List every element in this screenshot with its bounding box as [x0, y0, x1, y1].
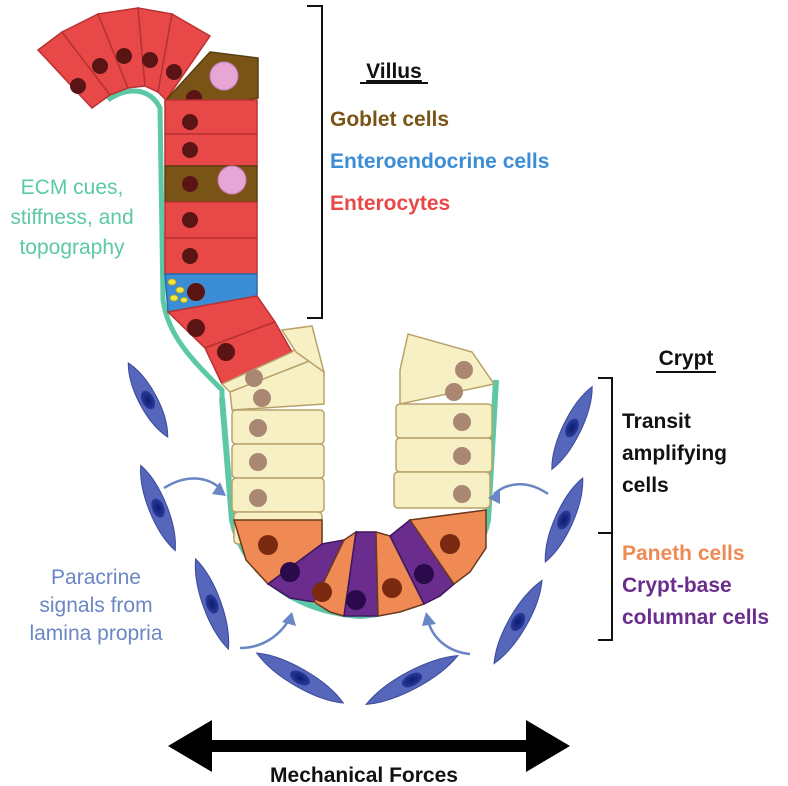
crypt-bracket: [598, 377, 613, 641]
nucleus: [249, 453, 267, 471]
fibroblast: [140, 464, 176, 552]
transit-nuclei-left: [245, 369, 271, 507]
transit-cell: [395, 403, 493, 439]
fibroblast: [544, 476, 584, 564]
paracrine-arrow: [239, 617, 292, 650]
transit-label-line1: Transit: [622, 410, 691, 433]
ecm-label-line1: ECM cues,: [21, 176, 124, 199]
nucleus: [249, 489, 267, 507]
fibroblasts: [127, 361, 593, 706]
nucleus: [187, 319, 205, 337]
nucleus: [182, 176, 198, 192]
transit-cell: [280, 325, 326, 374]
enterocytes-label: Enterocytes: [330, 192, 450, 215]
crypt-base-nuclei: [258, 534, 460, 610]
crypt-heading: Crypt: [659, 347, 714, 370]
villus-basement-membrane: [106, 88, 225, 400]
nucleus: [253, 389, 271, 407]
transit-nuclei-right: [445, 361, 473, 503]
mucus-granule: [217, 165, 247, 195]
cbc-label-line2: columnar cells: [622, 606, 769, 629]
transit-cell: [393, 471, 491, 509]
mucus-granule: [209, 61, 239, 91]
enterocyte-cell: [164, 201, 258, 239]
nucleus: [182, 212, 198, 228]
villus-bracket: [307, 5, 323, 319]
nucleus: [455, 361, 473, 379]
ecm-label-line2: stiffness, and: [10, 206, 133, 229]
enterocyte-cell: [164, 99, 258, 135]
mechanical-forces-arrow: [168, 720, 570, 772]
transit-cell: [231, 409, 325, 445]
nucleus: [249, 419, 267, 437]
villus-heading: Villus: [366, 60, 422, 83]
paracrine-label-line1: Paracrine: [51, 566, 141, 589]
nucleus: [245, 369, 263, 387]
paracrine-arrowheads: [212, 482, 500, 626]
transit-amplifying-cells-right: [393, 333, 496, 509]
enterocyte-cell: [164, 237, 258, 275]
paracrine-arrow: [493, 483, 549, 496]
nucleus: [92, 58, 108, 74]
transit-cell: [395, 437, 493, 473]
enterocyte-cell: [164, 133, 258, 167]
villus-column-nuclei: [182, 114, 235, 361]
paneth-nucleus: [440, 534, 460, 554]
villus-column-cells: [164, 99, 294, 385]
paneth-nucleus: [312, 582, 332, 602]
goblet-label: Goblet cells: [330, 108, 449, 131]
paracrine-label-line2: signals from: [39, 594, 152, 617]
mechanical-forces-label: Mechanical Forces: [270, 764, 458, 786]
fibroblast: [194, 557, 230, 651]
cbc-nucleus: [280, 562, 300, 582]
nucleus: [70, 78, 86, 94]
transit-cell: [231, 477, 325, 513]
fibroblast: [364, 654, 460, 706]
ecm-label-line3: topography: [19, 236, 125, 259]
nucleus: [453, 413, 471, 431]
paracrine-arrow: [163, 477, 223, 491]
nucleus: [182, 142, 198, 158]
paracrine-label-line3: lamina propria: [29, 622, 162, 645]
nucleus: [116, 48, 132, 64]
nucleus: [187, 283, 205, 301]
fibroblast: [255, 652, 345, 704]
cbc-nucleus: [346, 590, 366, 610]
villus-top-nuclei: [70, 48, 202, 106]
nucleus: [166, 64, 182, 80]
enteroendocrine-label: Enteroendocrine cells: [330, 150, 549, 173]
paneth-label: Paneth cells: [622, 542, 745, 565]
cbc-nucleus: [414, 564, 434, 584]
paneth-nucleus: [382, 578, 402, 598]
nucleus: [182, 114, 198, 130]
transit-cell: [399, 333, 496, 405]
fibroblast: [127, 361, 169, 439]
nucleus: [453, 485, 471, 503]
nucleus: [142, 52, 158, 68]
nucleus: [453, 447, 471, 465]
paracrine-arrow: [426, 619, 471, 656]
nucleus: [445, 383, 463, 401]
fibroblast: [551, 385, 593, 471]
secretory-granules: [167, 278, 188, 303]
paneth-nucleus: [258, 535, 278, 555]
transit-label-line2: amplifying: [622, 442, 727, 465]
nucleus: [182, 248, 198, 264]
transit-label-line3: cells: [622, 474, 669, 497]
transit-cell: [231, 443, 325, 479]
nucleus: [217, 343, 235, 361]
cbc-label-line1: Crypt-base: [622, 574, 732, 597]
fibroblast: [493, 579, 543, 665]
